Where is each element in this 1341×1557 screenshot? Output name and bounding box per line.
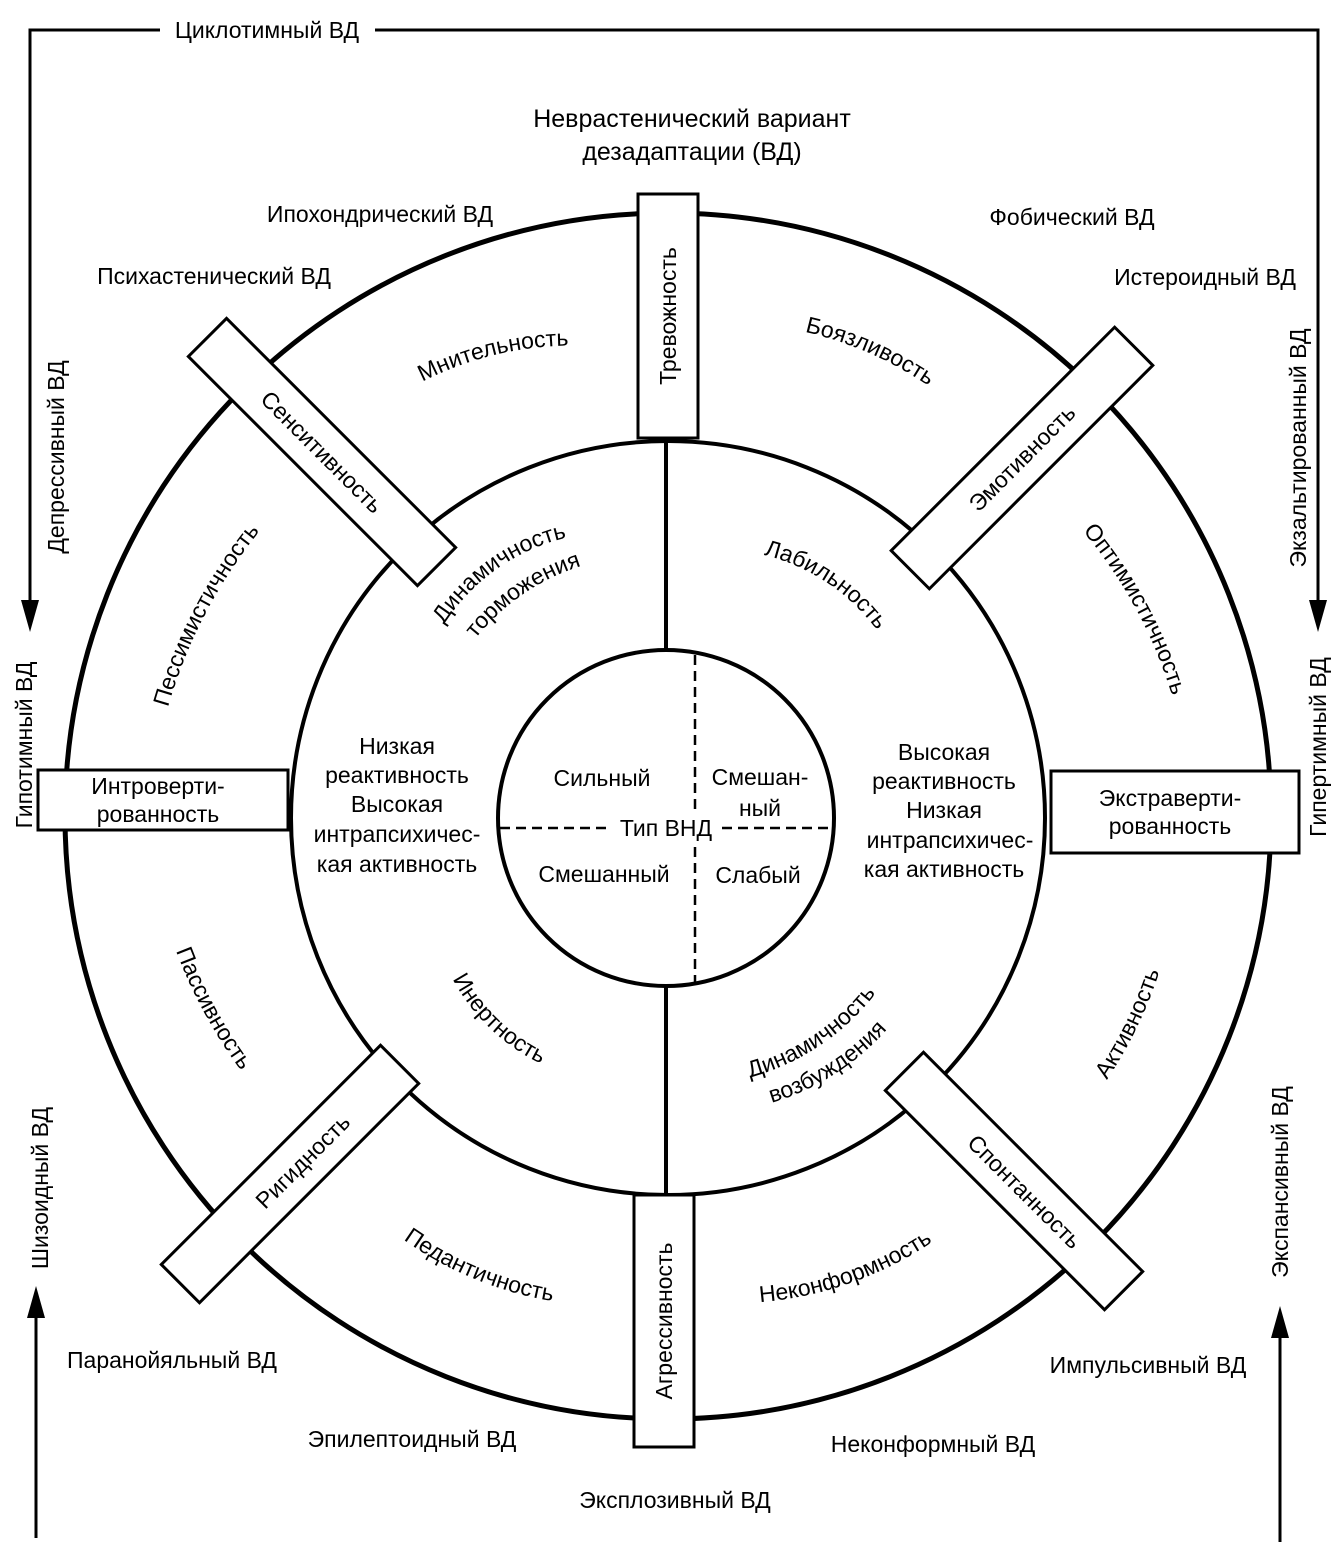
box-spontannost: Спонтанность [883, 1050, 1145, 1312]
middle-right-3: Низкая [906, 797, 982, 823]
cyclothymic-frame-line-right [375, 28, 1320, 618]
middle-right-5: кая активность [864, 856, 1024, 882]
middle-left-1: Низкая [359, 733, 435, 759]
middle-right-1: Высокая [898, 739, 990, 765]
label-psikhastenicheskiy: Психастенический ВД [97, 263, 331, 289]
center-smeshannyy: Смешанный [538, 861, 669, 887]
box-trevozhnost-label: Тревожность [655, 247, 681, 385]
arrow-up-right-icon [1271, 1306, 1289, 1338]
box-introvert: Интроверти- рованность [36, 768, 290, 832]
label-ekspansivnyy: Экспансивный ВД [1267, 1086, 1293, 1278]
box-extravert: Экстраверти- рованность [1049, 769, 1301, 855]
center-slabyy: Слабый [715, 862, 800, 888]
box-agressivnost: Агрессивность [632, 1193, 696, 1449]
ring-mnitelnost: Мнительность [413, 325, 569, 387]
box-agressivnost-label: Агрессивность [651, 1243, 677, 1400]
label-isteroidnyy: Истероидный ВД [1114, 264, 1296, 290]
box-rigidnost: Ригидность [159, 1043, 421, 1305]
label-ekzaltirovannyy: Экзальтированный ВД [1285, 328, 1311, 568]
center-smeshan-1: Смешан- [712, 764, 809, 790]
ring-nekonformnost: Неконформность [758, 1224, 936, 1307]
center-tip-vnd-bg [612, 813, 720, 841]
middle-left-3: Высокая [351, 791, 443, 817]
ring-optimistichnost: Оптимистичность [1079, 518, 1192, 698]
middle-right-2: реактивность [872, 768, 1016, 794]
label-depressivnyy: Депрессивный ВД [43, 360, 69, 554]
box-extravert-line2: рованность [1109, 813, 1232, 839]
center-tip-vnd: Тип ВНД [620, 815, 713, 841]
label-gipertimnyy: Гипертимный ВД [1305, 657, 1331, 837]
box-spontannost-label: Спонтанность [962, 1129, 1086, 1253]
arrow-down-left-icon [21, 600, 39, 632]
arrow-down-right-icon [1309, 600, 1327, 632]
middle-inertnost: Инертность [448, 968, 551, 1068]
cyclothymic-label: Циклотимный ВД [175, 17, 360, 43]
ring-pedantichnost: Педантичность [400, 1222, 556, 1306]
middle-left-4: интрапсихичес- [314, 821, 481, 847]
box-emotivnost-label: Эмотивность [963, 399, 1080, 516]
label-gipotimnyy: Гипотимный ВД [11, 661, 37, 828]
middle-left-2: реактивность [325, 762, 469, 788]
middle-left-5: кая активность [317, 851, 477, 877]
box-introvert-line2: рованность [97, 801, 220, 827]
middle-right-4: интрапсихичес- [867, 827, 1034, 853]
box-trevozhnost: Тревожность [636, 192, 700, 440]
title-line1: Неврастенический вариант [533, 105, 851, 133]
box-extravert-line1: Экстраверти- [1099, 785, 1242, 811]
ring-pessimistichnost: Пессимистичность [148, 518, 264, 709]
label-nekonformnyy: Неконформный ВД [831, 1431, 1036, 1457]
box-sensitivnost-label: Сенситивность [256, 386, 389, 519]
center-silnyy: Сильный [554, 765, 651, 791]
arrow-up-left-icon [27, 1286, 45, 1318]
label-paranoyalnyy: Паранойяльный ВД [67, 1347, 277, 1373]
cyclothymic-frame-line [28, 28, 160, 618]
title-line2: дезадаптации (ВД) [582, 138, 801, 166]
box-introvert-line1: Интроверти- [91, 773, 224, 799]
middle-labilnost: Лабильность [762, 535, 893, 634]
ring-boyazlivost: Боязливость [804, 311, 941, 390]
label-shizoidnyy: Шизоидный ВД [27, 1107, 53, 1270]
label-fobicheskiy: Фобический ВД [989, 204, 1155, 230]
ring-aktivnost: Активность [1089, 965, 1164, 1083]
label-epileptoidnyy: Эпилептоидный ВД [308, 1426, 517, 1452]
label-eksplozivnyy: Эксплозивный ВД [579, 1487, 771, 1513]
label-ipokhondricheskiy: Ипохондрический ВД [267, 201, 494, 227]
ring-passivnost: Пассивность [171, 943, 258, 1074]
label-impulsivnyy: Импульсивный ВД [1050, 1352, 1247, 1378]
center-smeshan-2: ный [739, 795, 781, 821]
